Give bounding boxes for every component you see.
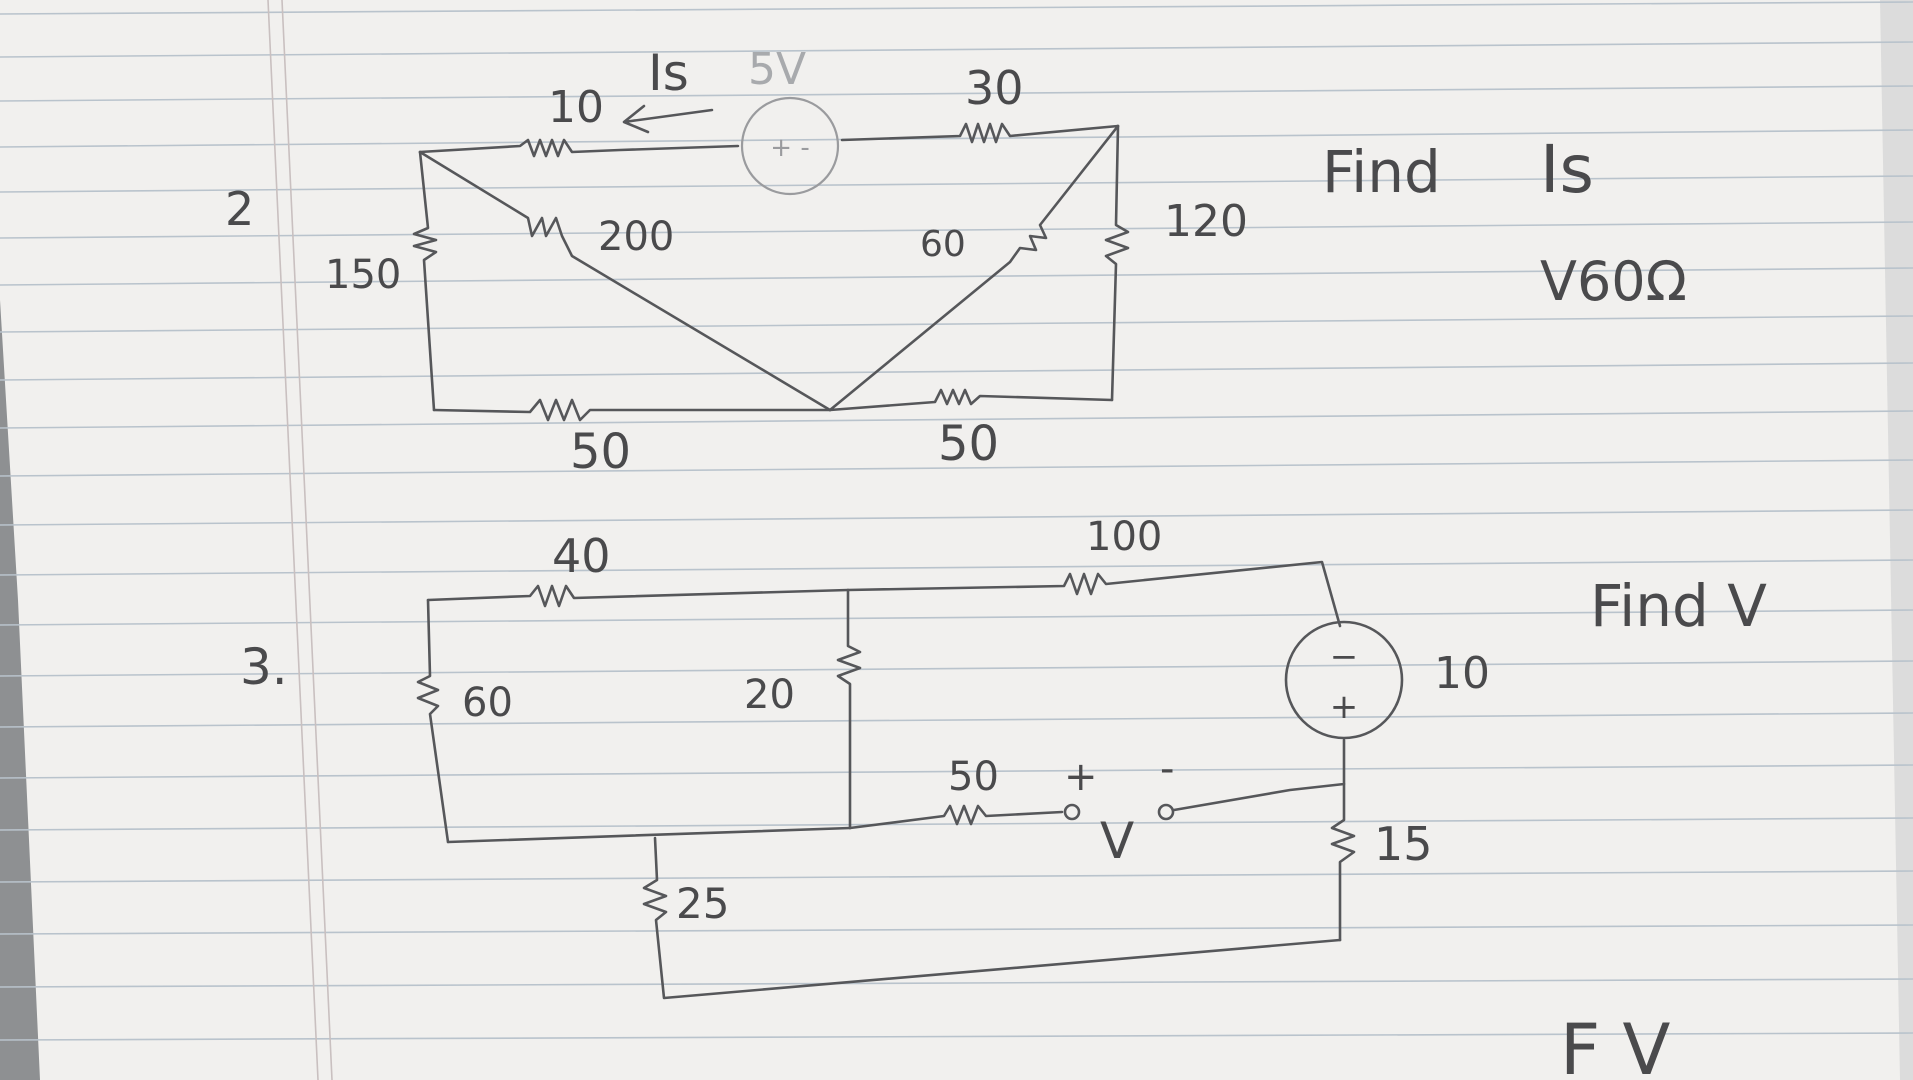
label-150: 150 — [325, 252, 401, 298]
resistor-100 — [846, 560, 1342, 628]
resistor-40 — [426, 584, 850, 608]
v-terminal-minus — [1157, 803, 1175, 821]
resistor-50-left — [432, 398, 832, 422]
find-word-2: Find — [1322, 138, 1441, 206]
resistor-120 — [1104, 124, 1130, 402]
source-symbol: + - — [770, 133, 809, 163]
resistor-15 — [1330, 782, 1356, 942]
voltage-source-5v — [740, 96, 840, 196]
margin-line-1 — [267, 0, 319, 1080]
label-100: 100 — [1086, 514, 1162, 560]
label-40: 40 — [552, 529, 611, 583]
label-5v: 5V — [748, 44, 806, 95]
label-v: V — [1100, 812, 1134, 870]
label-is: Is — [648, 44, 689, 102]
resistor-20 — [836, 588, 862, 830]
resistor-50-right — [828, 388, 1114, 412]
margin-line-2 — [281, 0, 333, 1080]
find-v: Find V — [1590, 572, 1767, 640]
problem-2-number: 2 — [225, 182, 254, 236]
v-minus: - — [1160, 746, 1174, 792]
circuit-2: + - — [412, 96, 1130, 422]
resistor-10 — [418, 138, 740, 158]
wire-bottom-left — [446, 826, 852, 844]
circuit-3 — [416, 560, 1404, 1000]
resistor-200 — [418, 150, 832, 412]
resistor-60-p3 — [416, 598, 450, 844]
label-30: 30 — [965, 61, 1024, 115]
resistor-30 — [840, 122, 1120, 144]
ruled-lines — [0, 1, 1913, 1041]
source-plus: + — [1330, 687, 1359, 727]
label-50-left: 50 — [570, 424, 631, 480]
source-minus: − — [1330, 637, 1359, 677]
label-50-p3: 50 — [948, 754, 999, 800]
label-20: 20 — [744, 672, 795, 718]
label-10-source: 10 — [1434, 648, 1490, 699]
is-arrow — [622, 104, 714, 134]
resistor-60 — [828, 124, 1120, 412]
label-60-p3: 60 — [462, 680, 513, 726]
resistor-150 — [412, 150, 438, 412]
label-60: 60 — [920, 224, 966, 265]
label-10: 10 — [548, 82, 604, 133]
bottom-partial-text: F V — [1560, 1009, 1671, 1080]
label-200: 200 — [598, 214, 674, 260]
label-25: 25 — [676, 879, 729, 928]
find-is: Is — [1540, 131, 1594, 208]
find-v60: V60Ω — [1540, 250, 1687, 313]
resistor-25 — [642, 836, 1342, 1000]
label-50-right: 50 — [938, 416, 999, 472]
resistor-50-p3 — [848, 804, 1064, 830]
label-120: 120 — [1164, 196, 1248, 247]
problem-3-number: 3. — [240, 638, 288, 696]
wire-v-to-right — [1172, 738, 1346, 812]
v-terminal-plus — [1063, 803, 1081, 821]
paper-shadow-edge — [1880, 0, 1913, 1080]
voltage-source-10 — [1284, 620, 1404, 740]
label-15: 15 — [1374, 817, 1433, 871]
v-plus: + — [1064, 754, 1098, 800]
